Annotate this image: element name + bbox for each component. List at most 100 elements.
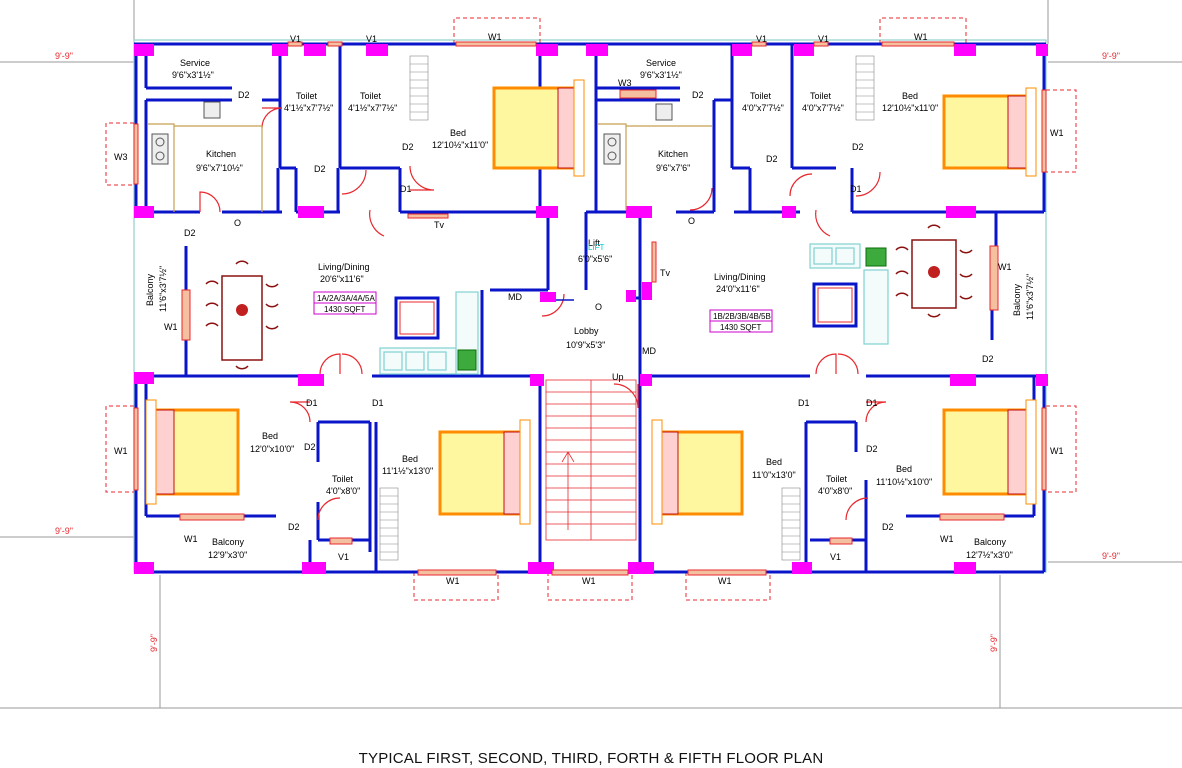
tag-w1: W1 xyxy=(164,322,178,332)
left-balcony-bottom-name: Balcony xyxy=(212,537,245,547)
right-toilet3-name: Toilet xyxy=(826,474,848,484)
dimension-labels: 9'-9" 9'-9" 9'-9" 9'-9" 9'-9" 9'-9" xyxy=(55,51,1120,652)
tag-d2: D2 xyxy=(402,142,414,152)
tag-v1: V1 xyxy=(338,552,349,562)
right-living-size: 24'0"x11'6" xyxy=(716,284,760,294)
tag-v1: V1 xyxy=(830,552,841,562)
left-toilet2-size: 4'1½"x7'7½" xyxy=(348,103,397,113)
bed-top-left xyxy=(492,79,585,177)
right-bed1-name: Bed xyxy=(902,91,918,101)
left-living-name: Living/Dining xyxy=(318,262,370,272)
tag-w1: W1 xyxy=(1050,128,1064,138)
tag-d1: D1 xyxy=(798,398,810,408)
tag-w1: W1 xyxy=(446,576,460,586)
left-toilet1-name: Toilet xyxy=(296,91,318,101)
right-balcony-bottom-name: Balcony xyxy=(974,537,1007,547)
tag-w3: W3 xyxy=(618,78,632,88)
tag-w1: W1 xyxy=(1050,446,1064,456)
left-bed2-name: Bed xyxy=(262,431,278,441)
tag-v1: V1 xyxy=(290,34,301,44)
tag-d2: D2 xyxy=(882,522,894,532)
door-swings xyxy=(199,107,887,521)
left-kitchen-name: Kitchen xyxy=(206,149,236,159)
right-living-name: Living/Dining xyxy=(714,272,766,282)
tag-d1: D1 xyxy=(306,398,318,408)
tag-w1: W1 xyxy=(488,32,502,42)
left-bed3-size: 11'1½"x13'0" xyxy=(382,466,433,476)
left-bed1-name: Bed xyxy=(450,128,466,138)
staircase xyxy=(545,379,637,541)
tag-d2: D2 xyxy=(304,442,316,452)
left-toilet3-name: Toilet xyxy=(332,474,354,484)
left-service-size: 9'6"x3'1½" xyxy=(172,70,214,80)
tag-w1: W1 xyxy=(940,534,954,544)
right-bed3-size: 11'0"x13'0" xyxy=(752,470,796,480)
tag-v1: V1 xyxy=(756,34,767,44)
md-left: MD xyxy=(508,292,522,302)
left-living-size: 20'6"x11'6" xyxy=(320,274,364,284)
left-bed3-name: Bed xyxy=(402,454,418,464)
tag-tv: Tv xyxy=(660,268,670,278)
lift-overlay: LIFT xyxy=(588,243,605,252)
tag-d1: D1 xyxy=(850,184,862,194)
left-bed2-size: 12'0"x10'0" xyxy=(250,444,294,454)
dim-top-left: 9'-9" xyxy=(55,51,73,61)
tag-w3: W3 xyxy=(114,152,128,162)
tv-units xyxy=(407,213,657,283)
opening-tags: V1 V1 W1 V1 V1 W1 W3 W3 W1 D2 D2 D2 D2 D… xyxy=(114,32,1064,586)
right-toilet1-size: 4'0"x7'7½" xyxy=(742,103,784,113)
dim-mid-right: 9'-9" xyxy=(1102,551,1120,561)
kitchen-appliances xyxy=(151,101,673,165)
plot-boundary xyxy=(0,0,1182,709)
lobby-size: 10'9"x5'3" xyxy=(566,340,605,350)
tag-v1: V1 xyxy=(818,34,829,44)
lift-name: Lift xyxy=(588,238,601,248)
right-bed2-size: 11'10½"x10'0" xyxy=(876,477,932,487)
drawing-caption: TYPICAL FIRST, SECOND, THIRD, FORTH & FI… xyxy=(358,750,824,767)
tag-d1: D1 xyxy=(866,398,878,408)
dining-table-left xyxy=(205,260,279,370)
tag-w1: W1 xyxy=(998,262,1012,272)
tag-d2: D2 xyxy=(314,164,326,174)
dim-mid-left: 9'-9" xyxy=(55,526,73,536)
walls xyxy=(134,42,1046,574)
right-balcony-side-size: 11'6"x3'7½" xyxy=(1025,274,1035,320)
right-service-name: Service xyxy=(646,58,676,68)
tag-d2: D2 xyxy=(692,90,704,100)
room-labels-left: Service 9'6"x3'1½" Kitchen 9'6"x7'10½" T… xyxy=(145,58,488,560)
kitchen-counters xyxy=(148,123,712,212)
right-toilet3-size: 4'0"x8'0" xyxy=(818,486,852,496)
lobby-o: O xyxy=(595,302,602,312)
tag-d2: D2 xyxy=(288,522,300,532)
left-balcony-bottom-size: 12'9"x3'0" xyxy=(208,550,247,560)
lobby-name: Lobby xyxy=(574,326,599,336)
shelf-hatches xyxy=(379,55,875,561)
armchair-right xyxy=(812,282,858,328)
left-toilet2-name: Toilet xyxy=(360,91,382,101)
tag-d2: D2 xyxy=(238,90,250,100)
tag-o: O xyxy=(234,218,241,228)
tag-w1: W1 xyxy=(114,446,128,456)
right-bed3-name: Bed xyxy=(766,457,782,467)
armchair-left xyxy=(394,296,440,340)
right-kitchen-name: Kitchen xyxy=(658,149,688,159)
plant-right xyxy=(865,247,887,267)
left-balcony-side-name: Balcony xyxy=(145,273,155,306)
bed-bottom-left-2 xyxy=(438,419,531,525)
dim-bottom-right: 9'-9" xyxy=(989,634,999,652)
room-labels-right: Service 9'6"x3'1½" Kitchen 9'6"x7'6" Toi… xyxy=(640,58,1035,560)
tag-tv: Tv xyxy=(434,220,444,230)
right-toilet2-name: Toilet xyxy=(810,91,832,101)
left-service-name: Service xyxy=(180,58,210,68)
left-toilet3-size: 4'0"x8'0" xyxy=(326,486,360,496)
tag-d2: D2 xyxy=(866,444,878,454)
tag-d2: D2 xyxy=(766,154,778,164)
right-balcony-side-name: Balcony xyxy=(1012,283,1022,316)
right-unit-area: 1430 SQFT xyxy=(720,323,761,332)
left-toilet1-size: 4'1½"x7'7½" xyxy=(284,103,333,113)
dim-top-right: 9'-9" xyxy=(1102,51,1120,61)
lift-size: 6'0"x5'6" xyxy=(578,254,612,264)
left-balcony-side-size: 11'6"x3'7½" xyxy=(158,266,168,312)
tag-o: O xyxy=(688,216,695,226)
